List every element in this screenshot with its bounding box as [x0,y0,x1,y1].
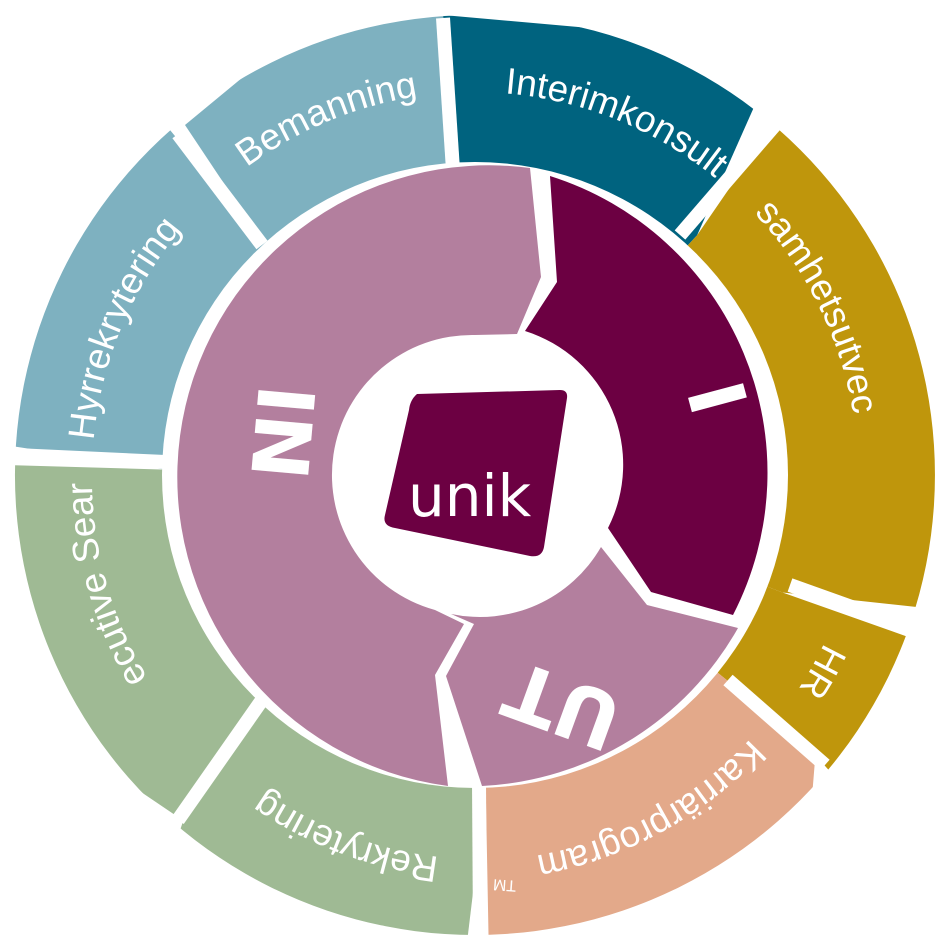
segment-i[interactable] [525,176,768,615]
segment-ut[interactable] [446,547,738,786]
outer-ring-gaps [14,17,933,936]
unik-logo: unik [384,390,568,557]
trademark-mark: TM [493,875,517,894]
logo-text: unik [408,462,532,530]
logo-shape [384,390,568,557]
segment-in[interactable] [177,165,541,787]
segment-hr[interactable] [475,475,945,900]
inner-ring [177,165,768,787]
label-in: IN [232,381,330,483]
